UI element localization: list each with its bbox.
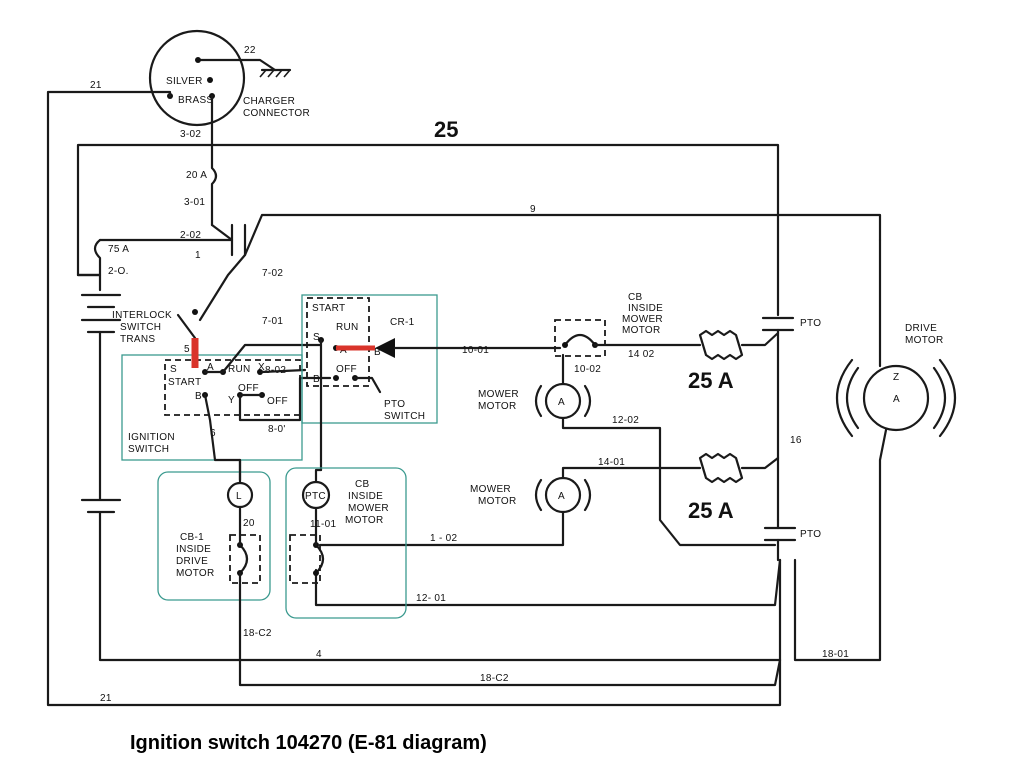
charger-connector-label-1: CHARGER <box>243 96 295 107</box>
pto-switch-label-2: SWITCH <box>384 411 425 422</box>
cb1-label-2: INSIDE <box>176 544 211 555</box>
wire-20-label: 20 <box>243 518 255 529</box>
charger-connector-label-2: CONNECTOR <box>243 108 310 119</box>
cb-mower-mid-label-4: MOTOR <box>345 515 384 526</box>
drive-motor-label-1: DRIVE <box>905 323 937 334</box>
outer-wiring: 21 21 3-02 25 20 A 3-01 9 2-02 1 7-02 75… <box>46 80 882 707</box>
drive-motor-a-label: A <box>893 394 900 405</box>
ignition-switch-label-1: IGNITION <box>128 432 175 443</box>
drive-motor-z-label: Z <box>893 372 899 383</box>
wire-21-bottom-label: 21 <box>100 693 112 704</box>
mower-motor-2-label-1: MOWER <box>470 484 511 495</box>
fuse-25a-top-label: 25 A <box>688 368 734 393</box>
pto-bottom-label: PTO <box>800 529 821 540</box>
mower-motor-2-label-2: MOTOR <box>478 496 517 507</box>
ign-8-01-label: 8-0' <box>268 424 286 435</box>
wire-75a-label: 75 A <box>108 244 129 255</box>
pto-s-label: S <box>313 332 320 343</box>
ign-off-label: OFF <box>238 383 259 394</box>
cb1-label-1: CB-1 <box>180 532 204 543</box>
interlock-label-3: TRANS <box>120 334 155 345</box>
diagram-caption: Ignition switch 104270 (E-81 diagram) <box>130 732 487 754</box>
ign-off2-label: OFF <box>267 396 288 407</box>
ign-start-label: START <box>168 377 201 388</box>
wire-10-02-label: 10-02 <box>574 364 601 375</box>
ptc-cb-mower-group: PTC CB INSIDE MOWER MOTOR 11-01 <box>285 467 407 619</box>
cb-mower-top-label-3: MOWER <box>622 314 663 325</box>
pto-start-label: START <box>312 303 345 314</box>
cb1-drive-motor-group: L 20 CB-1 INSIDE DRIVE MOTOR 18-C2 18-C2 <box>157 458 782 687</box>
wire-10-01-label: 10-01 <box>462 345 489 356</box>
wire-18-02-left-label: 18-C2 <box>243 628 272 639</box>
fuse-25a-bottom-label: 25 A <box>688 498 734 523</box>
ign-a-label: A <box>207 362 214 373</box>
wire-3-01-label: 3-01 <box>184 197 205 208</box>
wire-2-02-label: 2-02 <box>180 230 201 241</box>
wire-2-0-label: 2-O. <box>108 266 129 277</box>
pto-top-label: PTO <box>800 318 821 329</box>
cb-mower-top-label-4: MOTOR <box>622 325 661 336</box>
wire-12-02-label: 12-02 <box>612 415 639 426</box>
pto-b2-label: B <box>313 374 320 385</box>
wire-6-label: 6 <box>210 428 216 439</box>
mower-motor-1-group: CB INSIDE MOWER MOTOR 10-02 14 02 A MOWE… <box>478 292 777 547</box>
cb-mower-top-label-2: INSIDE <box>628 303 663 314</box>
mower-motor-2-group: A MOWER MOTOR 14-01 25 A PTO 1 - 02 12- … <box>314 452 821 607</box>
cb-mower-mid-label-1: CB <box>355 479 370 490</box>
wire-7-02-label: 7-02 <box>262 268 283 279</box>
motor1-a-label: A <box>558 397 565 408</box>
ignition-switch: 5 S A RUN X 8-02 START OFF B Y OFF 8-0' … <box>121 316 332 482</box>
charger-silver-label: SILVER <box>166 76 203 87</box>
wire-1-label: 1 <box>195 250 201 261</box>
wire-5-label: 5 <box>184 344 190 355</box>
interlock-label-1: INTERLOCK <box>112 310 172 321</box>
cr1-label: CR-1 <box>390 317 415 328</box>
wire-12-01-label: 12- 01 <box>416 593 446 604</box>
ign-b-label: B <box>195 391 202 402</box>
pto-b-label: B <box>374 347 381 358</box>
fuse-top-group: 25 A PTO 16 <box>688 316 821 522</box>
cb1-label-4: MOTOR <box>176 568 215 579</box>
ptc-label: PTC <box>305 491 326 502</box>
wire-9-label: 9 <box>530 204 536 215</box>
wire-18-01-label: 18-01 <box>822 649 849 660</box>
cb-mower-top-label-1: CB <box>628 292 643 303</box>
cb1-label-3: DRIVE <box>176 556 208 567</box>
wire-25-label: 25 <box>434 117 458 142</box>
charger-connector: SILVER BRASS CHARGER CONNECTOR 22 <box>148 29 310 127</box>
pto-off-label: OFF <box>336 364 357 375</box>
ign-y-label: Y <box>228 395 235 406</box>
pto-switch: START S RUN A B B OFF PTO SWITCH CR-1 10… <box>301 294 562 472</box>
charger-brass-label: BRASS <box>178 95 213 106</box>
wire-21-top-label: 21 <box>90 80 102 91</box>
wire-14-02-label: 14 02 <box>628 349 655 360</box>
cb-mower-mid-label-2: INSIDE <box>348 491 383 502</box>
drive-motor-label-2: MOTOR <box>905 335 944 346</box>
interlock-label-2: SWITCH <box>120 322 161 333</box>
ign-s-label: S <box>170 364 177 375</box>
wire-7-01-label: 7-01 <box>262 316 283 327</box>
l-label: L <box>236 491 242 502</box>
cb-mower-mid-label-3: MOWER <box>348 503 389 514</box>
motor2-a-label: A <box>558 491 565 502</box>
mower-motor-1-label-2: MOTOR <box>478 401 517 412</box>
pto-run-label: RUN <box>336 322 359 333</box>
ignition-switch-label-2: SWITCH <box>128 444 169 455</box>
wire-1-02-label: 1 - 02 <box>430 533 458 544</box>
wire-22-label: 22 <box>244 45 256 56</box>
pto-switch-label-1: PTO <box>384 399 405 410</box>
wire-11-01-label: 11-01 <box>310 519 336 530</box>
drive-motor: A Z DRIVE MOTOR 18-01 <box>793 238 957 662</box>
wire-3-02-label: 3-02 <box>180 129 201 140</box>
wire-18-02-bottom-label: 18-C2 <box>480 673 509 684</box>
wire-14-01-label: 14-01 <box>598 457 625 468</box>
wire-4-label: 4 <box>316 649 322 660</box>
wire-20a-label: 20 A <box>186 170 207 181</box>
ign-run-label: RUN <box>228 364 251 375</box>
mower-motor-1-label-1: MOWER <box>478 389 519 400</box>
wire-16-label: 16 <box>790 435 802 446</box>
ign-x-label: X <box>258 362 265 373</box>
